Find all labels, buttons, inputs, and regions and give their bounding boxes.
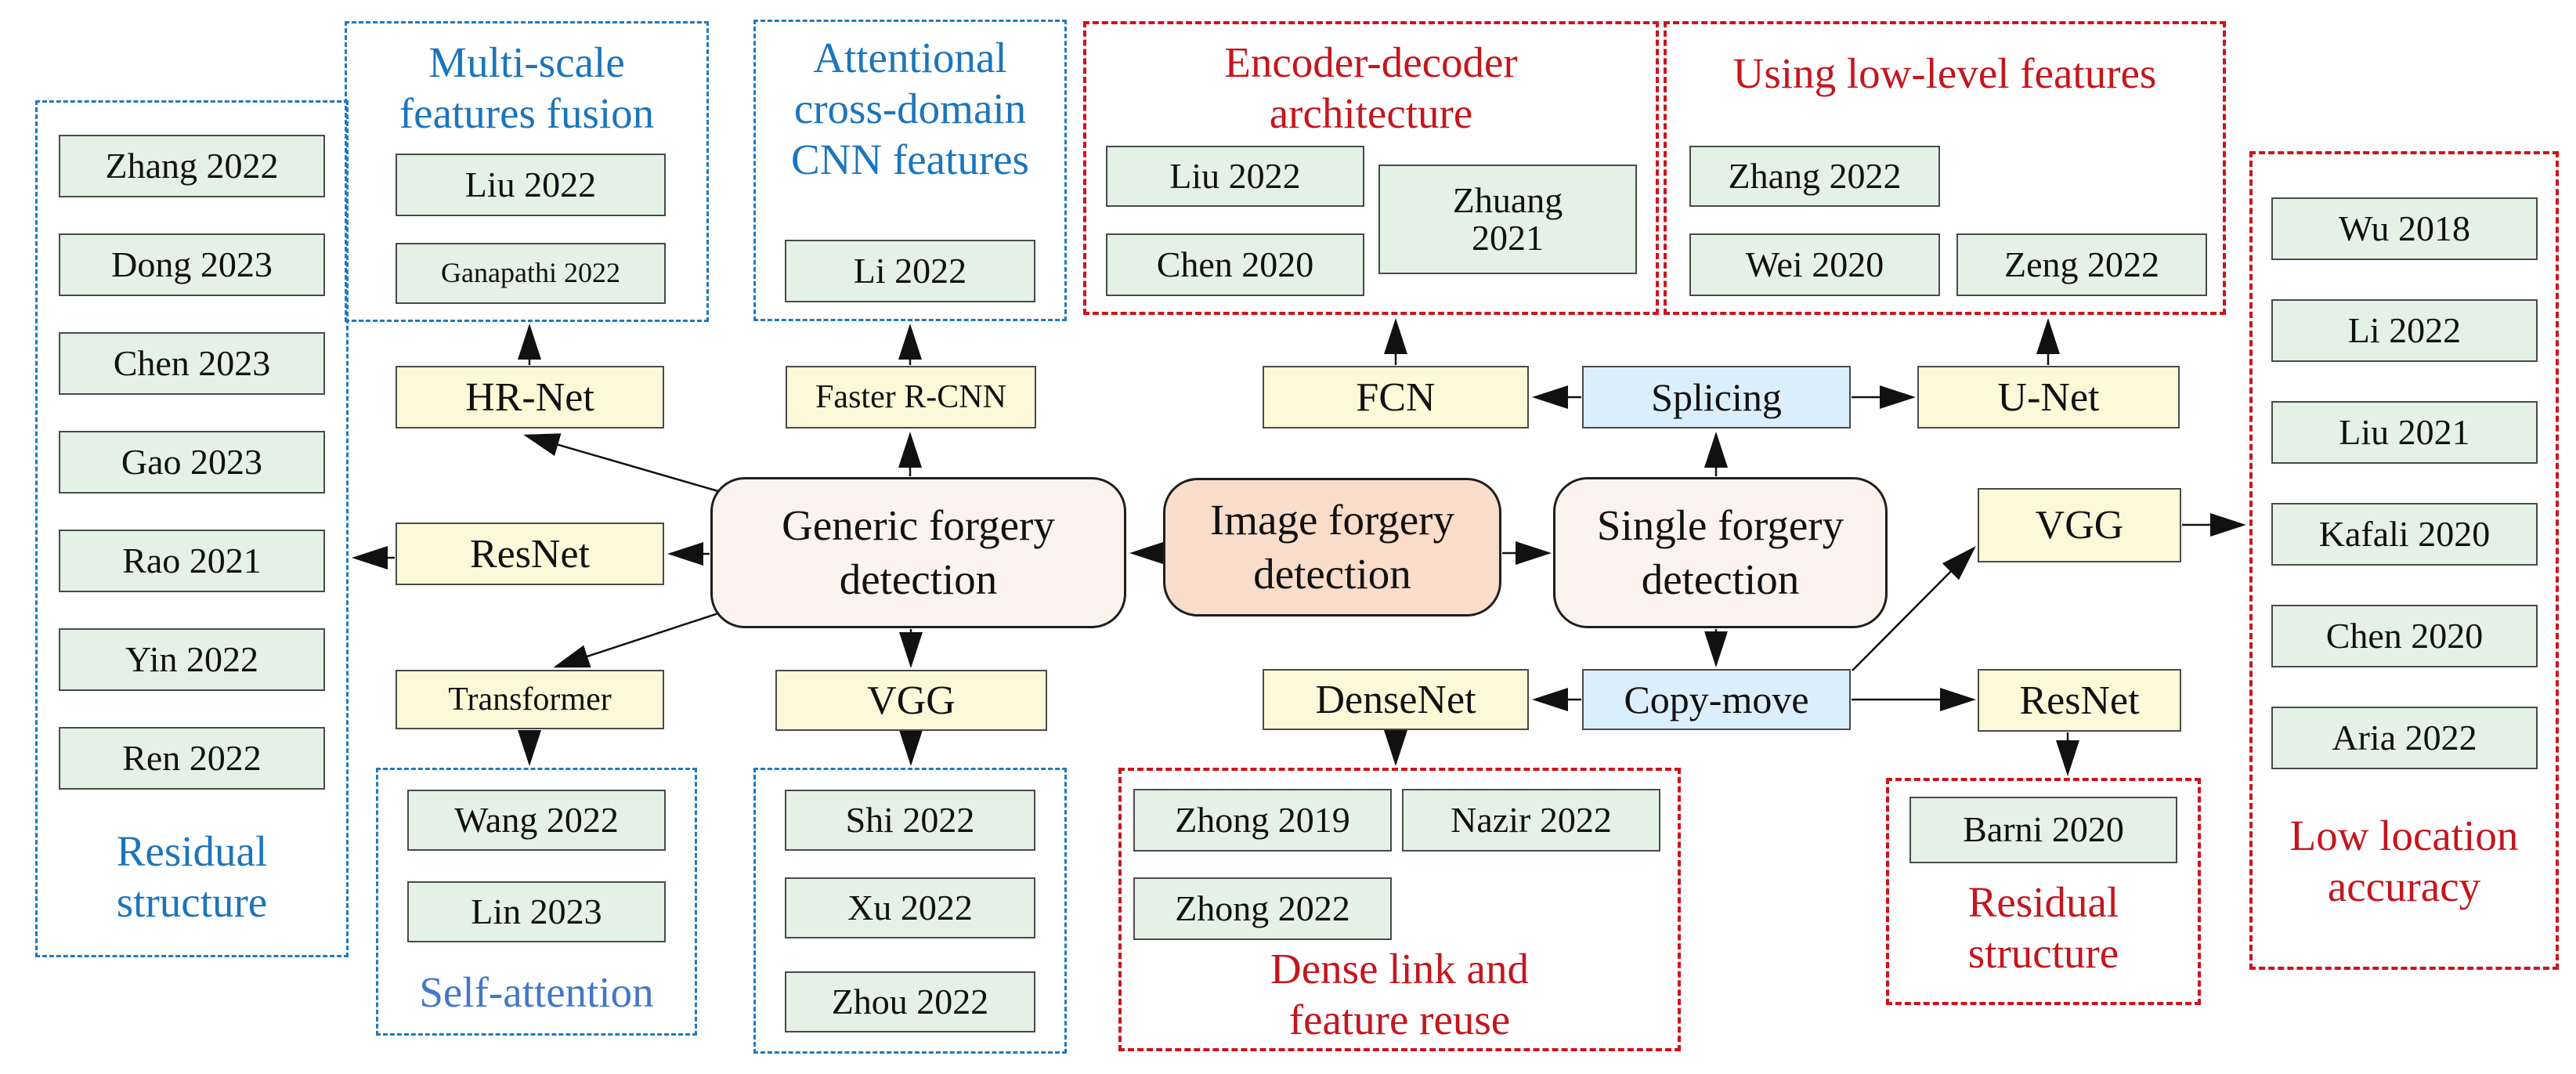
citation-ganapathi-2022: Ganapathi 2022 — [396, 243, 666, 304]
citation-zhang-2022-lowlevel: Zhang 2022 — [1689, 146, 1940, 207]
group-label-residual-structure-left: Residual structure — [116, 827, 268, 926]
group-attentional-cross-domain — [753, 20, 1067, 321]
group-encoder-decoder — [1083, 21, 1659, 315]
node-unet: U-Net — [1917, 366, 2180, 429]
citation-gao-2023: Gao 2023 — [59, 431, 325, 494]
group-label-residual-structure-right: Residual structure — [1967, 878, 2119, 977]
citation-zeng-2022: Zeng 2022 — [1956, 233, 2207, 296]
citation-liu-2022-encoder: Liu 2022 — [1106, 146, 1364, 207]
group-label-multiscale: Multi-scale features fusion — [399, 38, 655, 137]
node-generic-forgery-detection: Generic forgery detection — [710, 477, 1126, 628]
citation-chen-2020-encoder: Chen 2020 — [1106, 233, 1364, 296]
group-residual-structure-right — [1886, 778, 2201, 1005]
node-image-forgery-detection: Image forgery detection — [1163, 478, 1501, 617]
citation-liu-2022-multiscale: Liu 2022 — [396, 154, 666, 216]
citation-zhong-2022: Zhong 2022 — [1133, 877, 1392, 940]
citation-li-2022-attentional: Li 2022 — [785, 240, 1035, 302]
citation-wang-2022: Wang 2022 — [407, 790, 666, 851]
group-self-attention — [376, 768, 697, 1036]
citation-zhong-2019: Zhong 2019 — [1133, 789, 1392, 852]
group-low-location-accuracy — [2249, 151, 2559, 970]
citation-chen-2020-right: Chen 2020 — [2271, 605, 2538, 667]
citation-zhang-2022-left: Zhang 2022 — [59, 135, 325, 197]
group-label-low-level: Using low-level features — [1732, 49, 2157, 97]
group-label-self-attention: Self-attention — [419, 968, 654, 1016]
citation-lin-2023: Lin 2023 — [407, 881, 666, 942]
group-using-low-level-features — [1664, 21, 2226, 315]
group-label-low-location: Low location accuracy — [2289, 812, 2519, 910]
group-multiscale-features-fusion — [345, 21, 709, 322]
node-hrnet: HR-Net — [396, 366, 664, 429]
node-fcn: FCN — [1263, 366, 1529, 429]
citation-barni-2020: Barni 2020 — [1909, 797, 2177, 863]
citation-kafali-2020: Kafali 2020 — [2271, 503, 2538, 566]
node-faster-rcnn: Faster R-CNN — [786, 366, 1036, 429]
node-transformer: Transformer — [396, 670, 664, 729]
node-resnet-right: ResNet — [1978, 669, 2181, 732]
node-single-forgery-detection: Single forgery detection — [1553, 477, 1888, 628]
node-resnet-left: ResNet — [396, 523, 664, 585]
node-vgg-right: VGG — [1978, 488, 2181, 562]
group-dense-link — [1118, 768, 1681, 1051]
group-residual-structure-left — [35, 100, 349, 957]
node-copy-move: Copy-move — [1582, 669, 1851, 730]
group-label-encoder-decoder: Encoder-decoder architecture — [1224, 38, 1518, 137]
citation-li-2022-right: Li 2022 — [2271, 299, 2538, 362]
citation-wei-2020: Wei 2020 — [1689, 233, 1940, 296]
group-label-attentional: Attentional cross-domain CNN features — [791, 34, 1029, 183]
citation-zhuang-2021: Zhuang 2021 — [1378, 165, 1637, 274]
citation-chen-2023: Chen 2023 — [59, 332, 325, 395]
citation-liu-2021: Liu 2021 — [2271, 401, 2538, 464]
citation-aria-2022: Aria 2022 — [2271, 707, 2538, 769]
citation-xu-2022: Xu 2022 — [785, 877, 1035, 938]
group-vgg-citations — [753, 768, 1067, 1054]
citation-shi-2022: Shi 2022 — [785, 790, 1035, 851]
citation-rao-2021: Rao 2021 — [59, 530, 325, 592]
citation-yin-2022: Yin 2022 — [59, 628, 325, 691]
arrow-generic-to-hrnet — [523, 433, 719, 493]
citation-nazir-2022: Nazir 2022 — [1402, 789, 1660, 852]
citation-ren-2022: Ren 2022 — [59, 727, 325, 790]
node-vgg-generic: VGG — [775, 670, 1047, 731]
arrow-generic-to-transformer — [553, 612, 719, 668]
citation-wu-2018: Wu 2018 — [2271, 197, 2538, 260]
node-densenet: DenseNet — [1263, 669, 1529, 730]
citation-dong-2023: Dong 2023 — [59, 233, 325, 296]
node-splicing: Splicing — [1582, 366, 1851, 429]
citation-zhou-2022: Zhou 2022 — [785, 971, 1035, 1032]
group-label-dense-link: Dense link and feature reuse — [1270, 945, 1529, 1043]
